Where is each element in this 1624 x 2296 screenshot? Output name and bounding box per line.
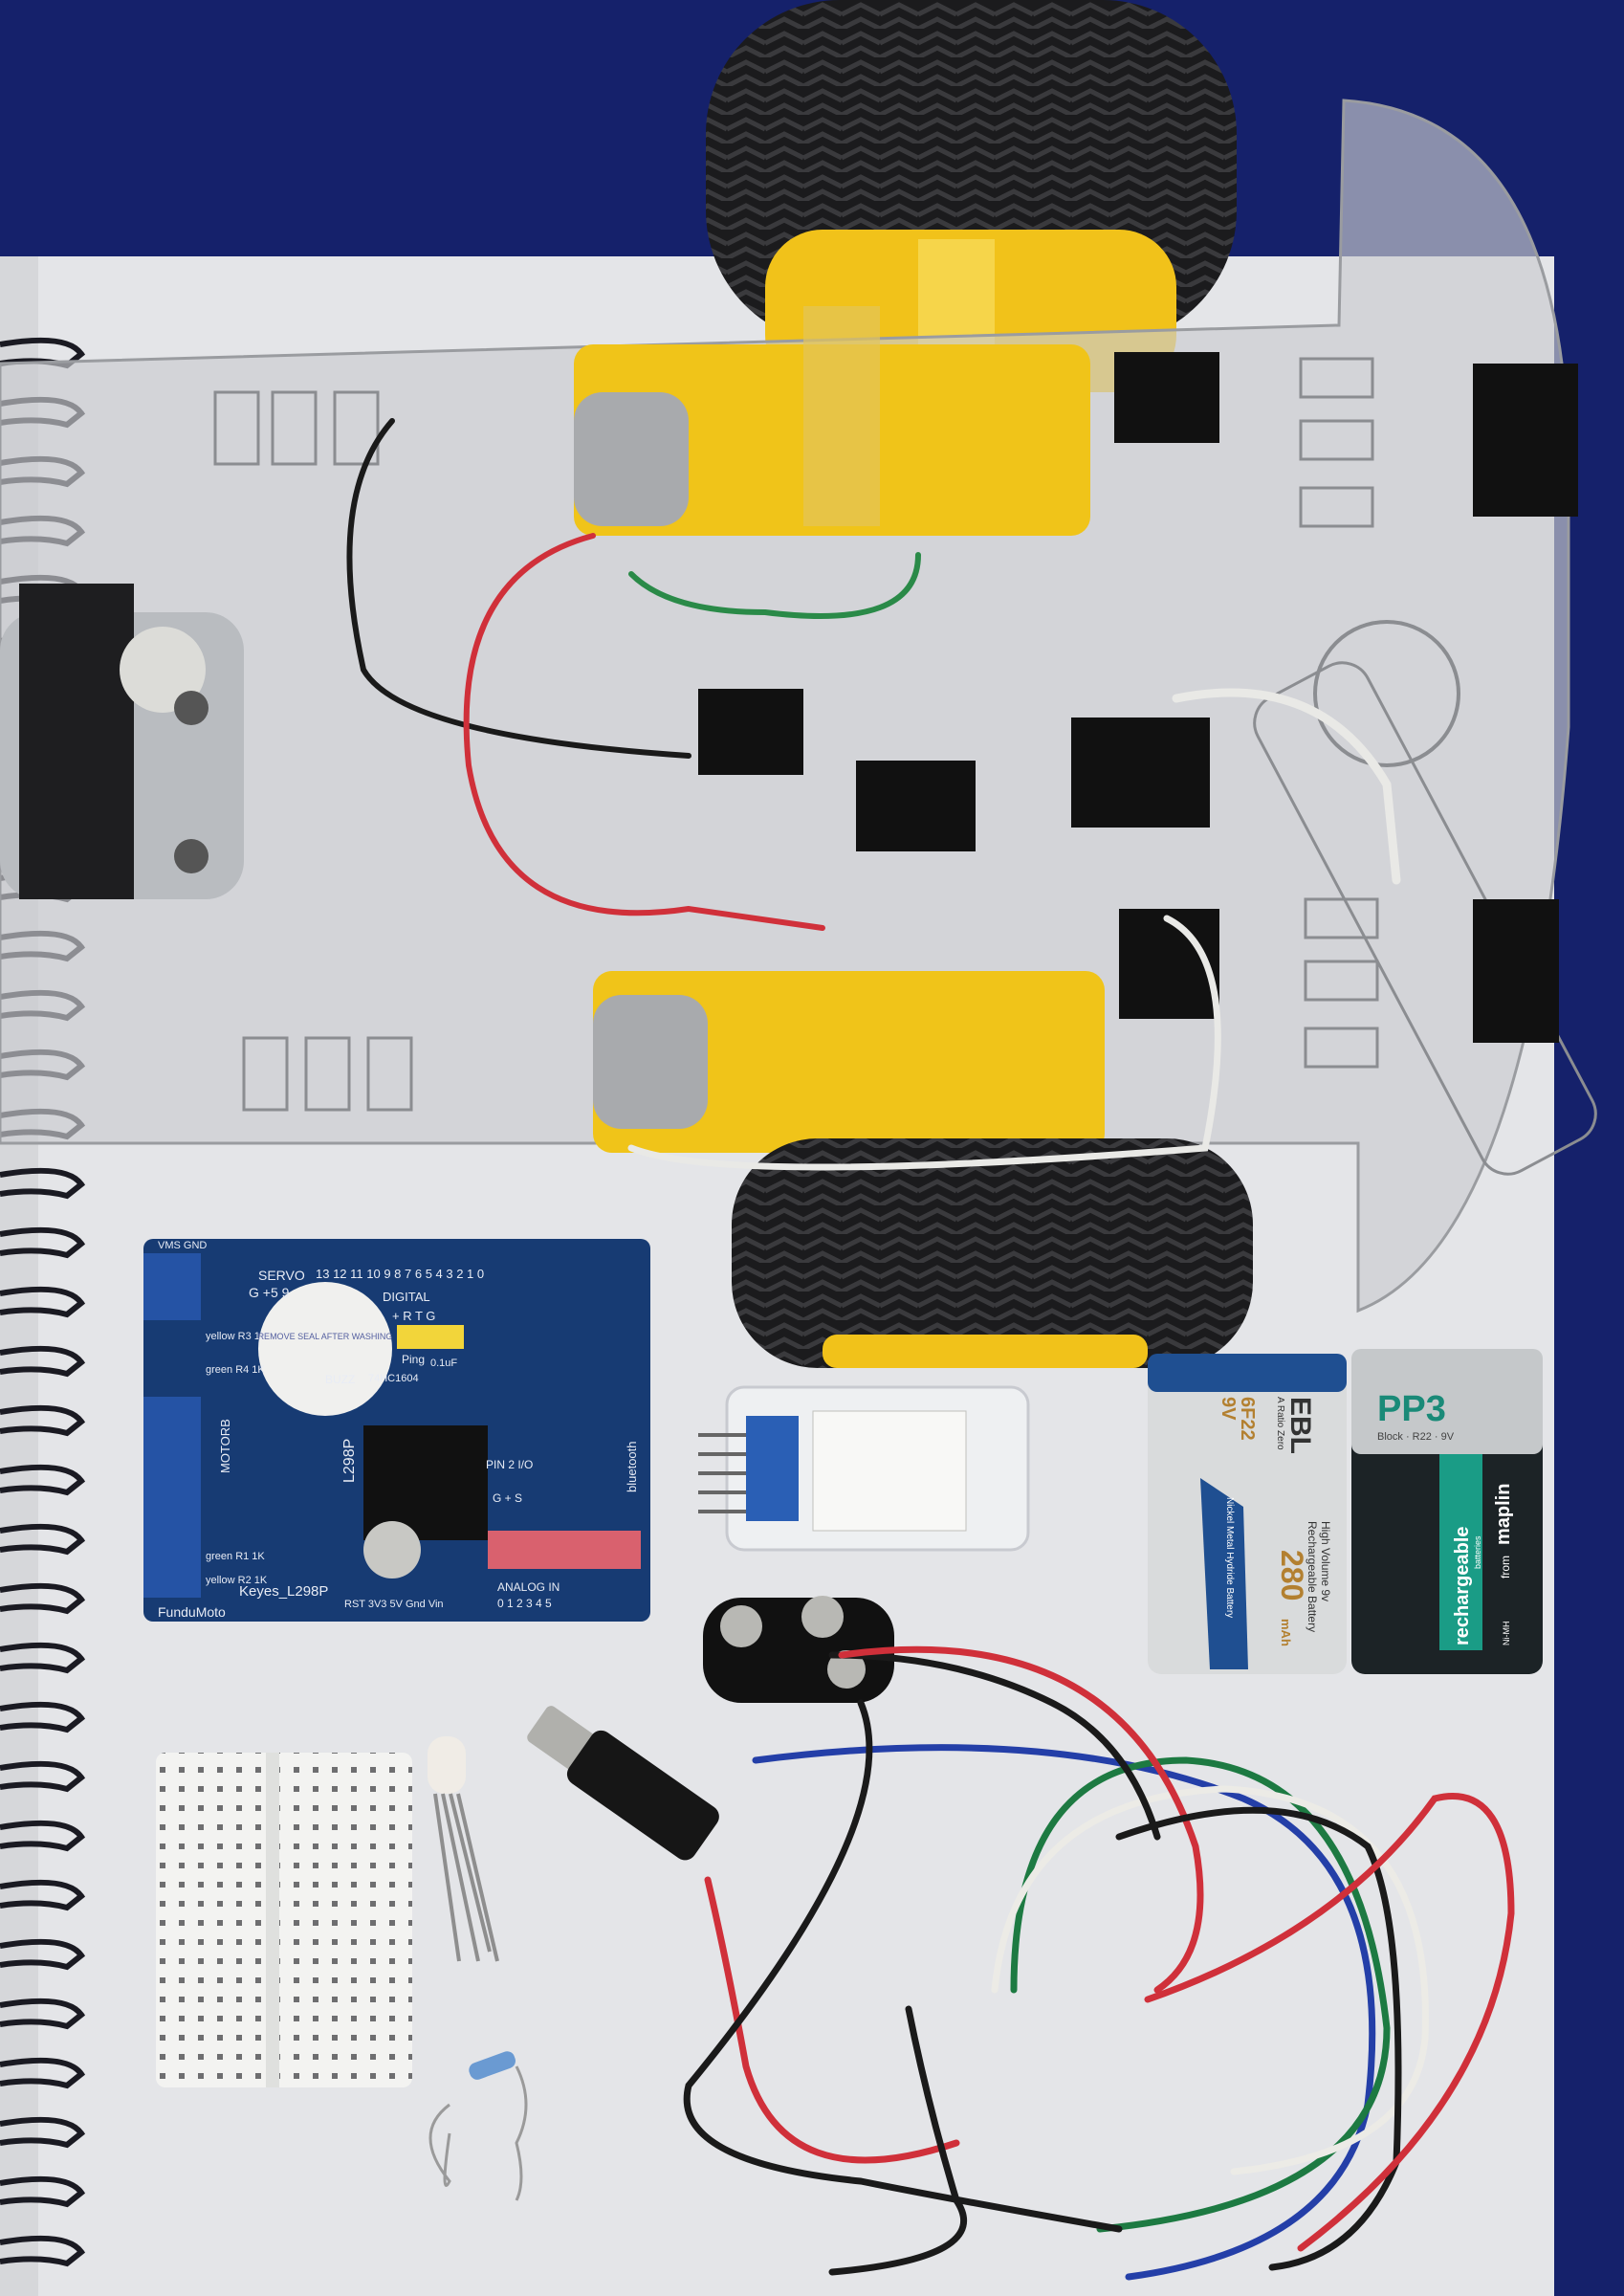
pp3-9v-battery: PP3 Block · R22 · 9V rechargeable batter… bbox=[1351, 1349, 1543, 1674]
bluetooth-header-label: bluetooth bbox=[625, 1442, 639, 1493]
r2-label: yellow R2 1K bbox=[206, 1575, 268, 1586]
ebl-capacity: 280 bbox=[1275, 1550, 1309, 1601]
spiral-ring bbox=[0, 2057, 86, 2089]
motor-top bbox=[574, 306, 1090, 536]
spiral-ring bbox=[0, 1464, 86, 1496]
dc-barrel-jack bbox=[527, 1706, 719, 1861]
spiral-ring bbox=[0, 1582, 86, 1615]
motor-bottom bbox=[593, 971, 1105, 1153]
spiral-ring bbox=[0, 2116, 86, 2149]
pp3-sub: Block · R22 · 9V bbox=[1377, 1431, 1455, 1443]
chassis-slot bbox=[304, 1036, 351, 1112]
servo-pins-label: G +5 9 bbox=[249, 1285, 290, 1300]
spiral-ring bbox=[0, 1345, 86, 1378]
spiral-ring bbox=[0, 1642, 86, 1674]
buzzer-label: REMOVE SEAL AFTER WASHING bbox=[258, 1332, 393, 1341]
spiral-ring bbox=[0, 2175, 86, 2208]
spiral-ring bbox=[0, 1879, 86, 1911]
wheel-bottom bbox=[732, 1138, 1253, 1368]
chassis-slot bbox=[1304, 960, 1379, 1002]
chassis-slot bbox=[242, 1036, 289, 1112]
chassis-slot bbox=[1304, 897, 1379, 939]
ebl-9v-battery: EBL A Ratio Zero 6F22 9V High Volume 9v … bbox=[1148, 1354, 1347, 1674]
chassis-slot bbox=[213, 390, 260, 466]
pp3-label: rechargeable bbox=[1452, 1526, 1473, 1645]
analog-pins-label: 0 1 2 3 4 5 bbox=[497, 1597, 552, 1610]
chassis-slot bbox=[1299, 419, 1374, 461]
spiral-ring bbox=[0, 1820, 86, 1852]
ebl-desc2: Rechargeable Battery bbox=[1306, 1521, 1319, 1632]
pin-label: PIN 2 I/O bbox=[486, 1458, 533, 1471]
pp3-label-sub: batteries bbox=[1473, 1535, 1482, 1569]
spiral-ring bbox=[0, 1760, 86, 1793]
chassis-slot bbox=[1299, 486, 1374, 528]
ebl-desc1: High Volume 9v bbox=[1319, 1521, 1332, 1601]
chassis-slot bbox=[271, 390, 318, 466]
foam-spacers bbox=[698, 352, 1578, 1043]
r4-label: green R4 1K bbox=[206, 1364, 265, 1376]
ebl-unit: mAh bbox=[1279, 1619, 1293, 1646]
board-name-label: FunduMoto bbox=[158, 1604, 226, 1620]
battery-snap bbox=[703, 1596, 894, 1703]
vms-label: VMS GND bbox=[158, 1240, 207, 1251]
caster-wheel bbox=[0, 584, 244, 899]
brand-label: Keyes_L298P bbox=[239, 1583, 328, 1600]
ebl-voltage: 9V bbox=[1218, 1397, 1239, 1421]
pp3-from: from bbox=[1499, 1556, 1512, 1578]
ebl-brand: EBL bbox=[1284, 1397, 1316, 1454]
digital-label: DIGITAL bbox=[383, 1290, 430, 1304]
ping-pins-label: + R T G bbox=[392, 1309, 435, 1323]
spiral-ring bbox=[0, 1226, 86, 1259]
chassis-slot bbox=[1299, 357, 1374, 399]
chassis-slot bbox=[1304, 1027, 1379, 1069]
motorb-label: MOTORB bbox=[218, 1419, 232, 1473]
servo-label: SERVO bbox=[258, 1268, 305, 1283]
power-pins-label: RST 3V3 5V Gnd Vin bbox=[344, 1599, 444, 1610]
spiral-ring bbox=[0, 1167, 86, 1200]
spiral-ring bbox=[0, 1286, 86, 1318]
spiral-ring bbox=[0, 1938, 86, 1971]
mini-breadboard bbox=[156, 1753, 412, 2087]
chassis-slot bbox=[333, 390, 380, 466]
pp3-chem: Ni-MH bbox=[1502, 1622, 1511, 1646]
analog-label: ANALOG IN bbox=[497, 1580, 560, 1594]
chip-label: L298P bbox=[341, 1439, 358, 1483]
pp3-brand: PP3 bbox=[1377, 1389, 1446, 1429]
spiral-ring bbox=[0, 1701, 86, 1733]
ic-label: 74HC1604 bbox=[368, 1373, 419, 1384]
digital-pins-label: 13 12 11 10 9 8 7 6 5 4 3 2 1 0 bbox=[316, 1267, 484, 1281]
r1-label: green R1 1K bbox=[206, 1551, 265, 1562]
pin-gs-label: G + S bbox=[493, 1491, 522, 1505]
cap-label: 0.1uF bbox=[430, 1358, 457, 1369]
ebl-model: 6F22 bbox=[1237, 1397, 1258, 1441]
chassis-slot bbox=[366, 1036, 413, 1112]
spiral-ring bbox=[0, 1998, 86, 2030]
r3-label: yellow R3 1K bbox=[206, 1331, 268, 1342]
spiral-ring bbox=[0, 337, 86, 369]
buzz-label: BUZZ bbox=[325, 1373, 355, 1386]
ebl-chem: Nickel Metal Hydride Battery bbox=[1224, 1497, 1235, 1618]
bluetooth-module bbox=[698, 1385, 1030, 1552]
rgb-led bbox=[428, 1736, 499, 1962]
spiral-ring bbox=[0, 1404, 86, 1437]
motor-shield-board: SERVO G +5 9 13 12 11 10 9 8 7 6 5 4 3 2… bbox=[143, 1239, 650, 1622]
spiral-ring bbox=[0, 1523, 86, 1556]
resistor bbox=[428, 2051, 528, 2201]
ping-label: Ping bbox=[402, 1353, 425, 1366]
pp3-maker: maplin bbox=[1493, 1484, 1514, 1545]
ebl-tagline: A Ratio Zero bbox=[1275, 1397, 1285, 1450]
chassis-wires bbox=[346, 418, 1401, 1171]
spiral-ring bbox=[0, 2235, 86, 2267]
power-switch bbox=[698, 689, 803, 775]
jumper-wires bbox=[683, 1645, 1515, 2281]
